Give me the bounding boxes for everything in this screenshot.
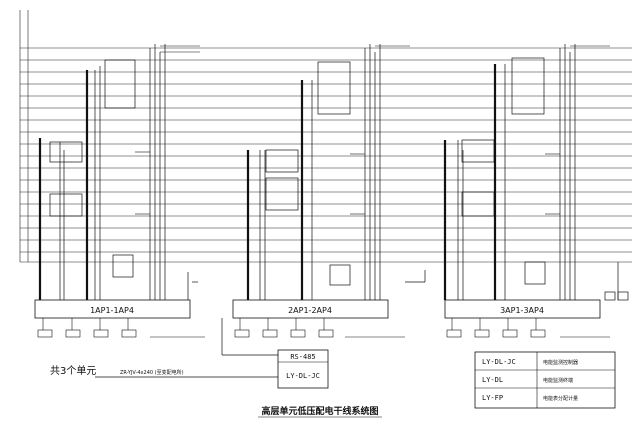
panel-3: 3AP1-3AP4 bbox=[444, 299, 601, 319]
panel-1: 1AP1-1AP4 bbox=[34, 299, 191, 319]
panel-3-label: 3AP1-3AP4 bbox=[500, 306, 544, 315]
legend-desc-2: 电能监测终端 bbox=[543, 377, 573, 384]
side-note: 共3个单元 bbox=[50, 365, 96, 377]
meter-boxes bbox=[37, 318, 610, 338]
legend-table: LY-DL-JC 电能监测控制器 LY-DL 电能监测终端 LY-FP 电能表分… bbox=[474, 351, 616, 409]
legend-code-3: LY-FP bbox=[482, 394, 503, 402]
floor-grid bbox=[19, 10, 632, 263]
legend-code-2: LY-DL bbox=[482, 376, 503, 384]
panel-2-label: 2AP1-2AP4 bbox=[288, 306, 332, 315]
switch-symbols bbox=[187, 262, 629, 301]
legend-desc-1: 电能监测控制器 bbox=[543, 359, 578, 366]
feeder-label: ZR-YJV-4x240 (至变配电所) bbox=[120, 369, 184, 376]
legend-desc-3: 电能表分配计量 bbox=[543, 395, 578, 402]
feeder-line bbox=[95, 318, 278, 378]
controller-line2: LY-DL-JC bbox=[286, 372, 320, 380]
controller-box: RS-485 LY-DL-JC bbox=[277, 349, 329, 389]
riser-unit-1 bbox=[38, 44, 200, 300]
diagram-title: 高层单元低压配电干线系统图 bbox=[261, 405, 378, 417]
legend-code-1: LY-DL-JC bbox=[482, 358, 516, 366]
riser-unit-2 bbox=[246, 44, 410, 300]
panel-1-label: 1AP1-1AP4 bbox=[90, 306, 134, 315]
controller-line1: RS-485 bbox=[290, 353, 315, 361]
riser-unit-3 bbox=[443, 44, 610, 300]
panel-2: 2AP1-2AP4 bbox=[232, 299, 389, 319]
